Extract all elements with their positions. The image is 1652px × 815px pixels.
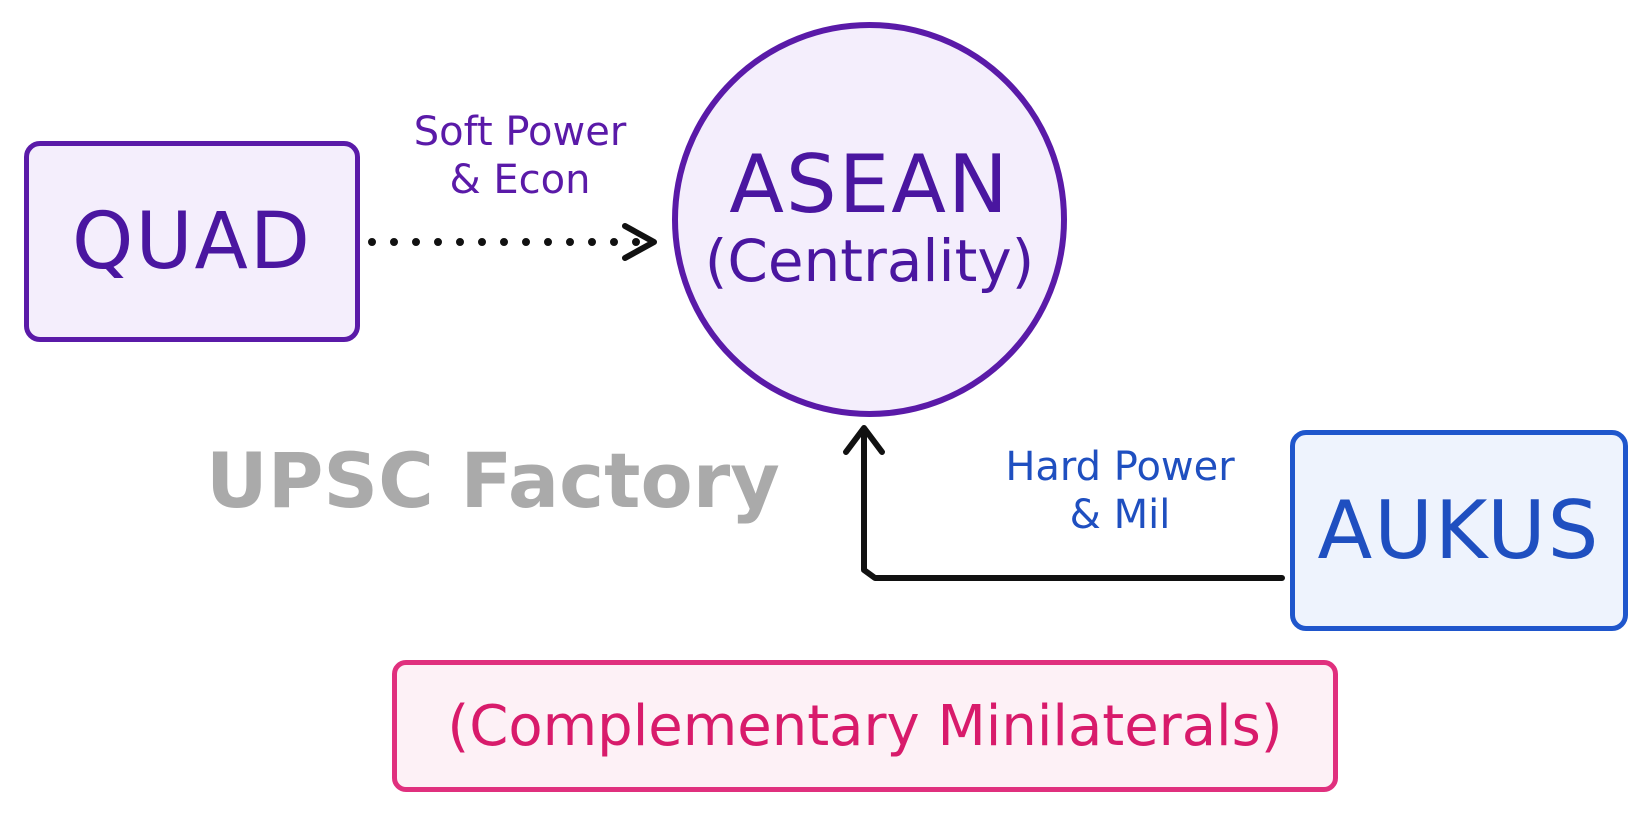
aukus-label: AUKUS bbox=[1317, 484, 1601, 577]
hard-power-line2: & Mil bbox=[1069, 492, 1171, 538]
watermark: UPSC Factory bbox=[206, 436, 780, 525]
asean-title: ASEAN bbox=[729, 137, 1010, 231]
asean-node: ASEAN (Centrality) bbox=[672, 22, 1067, 417]
soft-power-line1: Soft Power bbox=[413, 109, 627, 155]
complementary-label: (Complementary Minilaterals) bbox=[447, 693, 1283, 759]
hard-power-line1: Hard Power bbox=[1005, 444, 1235, 490]
aukus-to-asean-arrow-line bbox=[861, 429, 1285, 581]
quad-to-asean-arrowhead bbox=[622, 223, 657, 261]
aukus-node: AUKUS bbox=[1290, 430, 1628, 631]
soft-power-edge-label: Soft Power & Econ bbox=[370, 108, 670, 204]
soft-power-line2: & Econ bbox=[449, 157, 591, 203]
quad-node: QUAD bbox=[24, 141, 360, 342]
quad-label: QUAD bbox=[72, 196, 312, 287]
complementary-minilaterals-node: (Complementary Minilaterals) bbox=[392, 660, 1338, 792]
hard-power-edge-label: Hard Power & Mil bbox=[960, 443, 1280, 539]
asean-subtitle: (Centrality) bbox=[704, 226, 1035, 295]
aukus-to-asean-arrowhead bbox=[843, 425, 885, 455]
